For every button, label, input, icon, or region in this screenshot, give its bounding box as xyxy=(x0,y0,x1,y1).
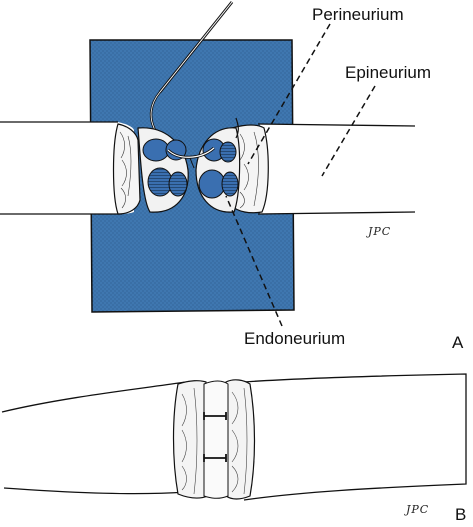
panel-a-label: A xyxy=(452,333,464,352)
right-nerve xyxy=(195,123,416,215)
left-fascicles xyxy=(142,138,188,197)
artist-signature-a: JPC xyxy=(368,225,392,238)
panel-b-label: B xyxy=(455,505,467,524)
endoneurium-label: Endoneurium xyxy=(244,329,346,348)
right-fascicles xyxy=(198,138,239,199)
endoneurium-leader xyxy=(225,195,283,327)
suture-loop xyxy=(166,117,239,169)
background-sheet xyxy=(89,39,295,313)
perineurium-label: Perineurium xyxy=(312,5,404,24)
epineurial-sutures xyxy=(203,412,227,462)
perineurium-leader xyxy=(247,23,331,165)
leader-lines xyxy=(225,23,376,327)
suture-needle xyxy=(149,1,234,133)
epineurium-label: Epineurium xyxy=(345,63,431,82)
repaired-nerve xyxy=(1,373,467,501)
epineurium-leader xyxy=(321,85,376,177)
artist-signature-b: JPC xyxy=(406,503,430,516)
